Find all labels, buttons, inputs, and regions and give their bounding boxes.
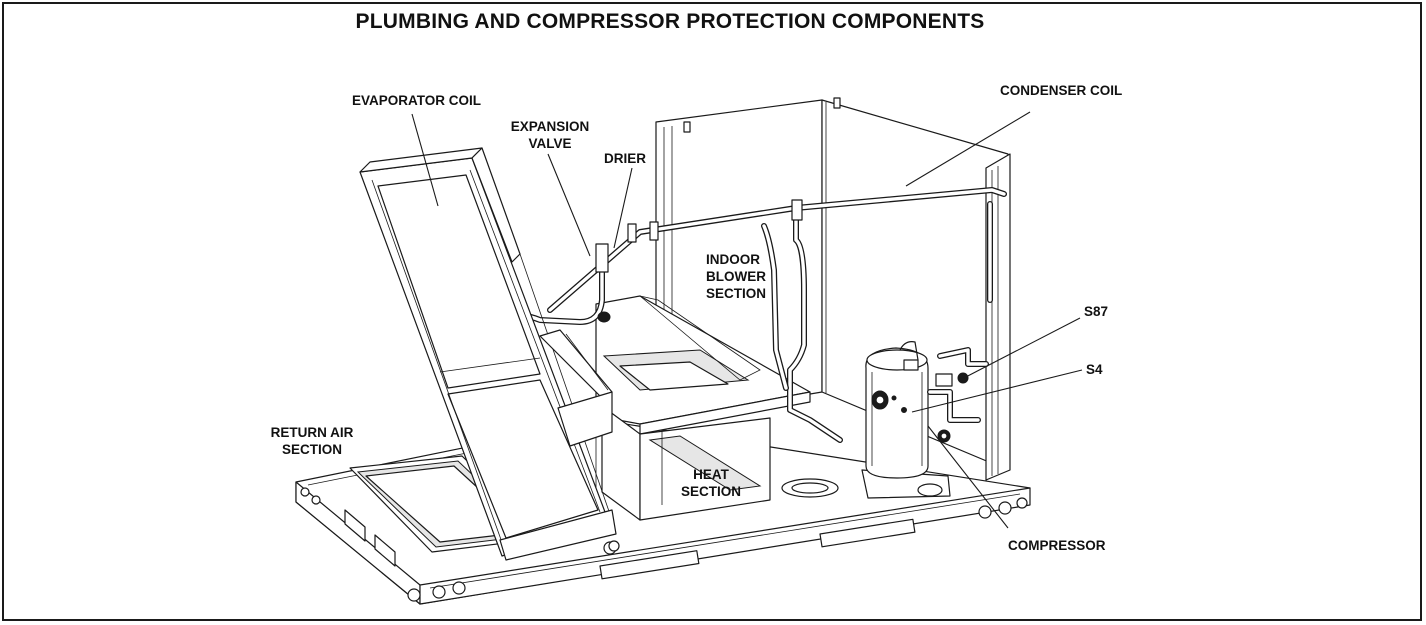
label-indoor-blower-line3: SECTION <box>706 286 767 301</box>
label-expansion-valve-line1: EXPANSION <box>510 119 590 134</box>
label-return-air-line2: SECTION <box>281 442 342 457</box>
figure-title: PLUMBING AND COMPRESSOR PROTECTION COMPO… <box>355 10 985 33</box>
label-indoor-blower-line1: INDOOR <box>706 252 760 267</box>
label-heat-section: HEAT SECTION <box>666 466 756 500</box>
label-indoor-blower-line2: BLOWER <box>706 269 766 284</box>
blower-deck <box>595 295 811 520</box>
leader-lines <box>411 111 1083 529</box>
label-return-air-line1: RETURN AIR <box>270 425 354 440</box>
label-evaporator-coil: EVAPORATOR COIL <box>352 93 482 108</box>
label-condenser-coil: CONDENSER COIL <box>1000 83 1123 98</box>
label-expansion-valve: EXPANSION VALVE <box>502 118 598 152</box>
label-indoor-blower-section: INDOOR BLOWER SECTION <box>706 251 766 302</box>
label-s4: S4 <box>1086 362 1103 377</box>
label-return-air-section: RETURN AIR SECTION <box>262 424 362 458</box>
evaporator-coil <box>359 147 620 561</box>
label-s87: S87 <box>1084 304 1109 319</box>
label-heat-section-line1: HEAT <box>693 467 729 482</box>
label-expansion-valve-line2: VALVE <box>528 136 572 151</box>
evaporator-frame <box>539 329 613 447</box>
label-drier: DRIER <box>604 151 647 166</box>
heat-section-box <box>601 405 771 521</box>
label-heat-section-line2: SECTION <box>680 484 741 499</box>
label-compressor: COMPRESSOR <box>1008 538 1106 553</box>
compressor <box>865 341 929 479</box>
compressor-mounting <box>781 469 951 499</box>
